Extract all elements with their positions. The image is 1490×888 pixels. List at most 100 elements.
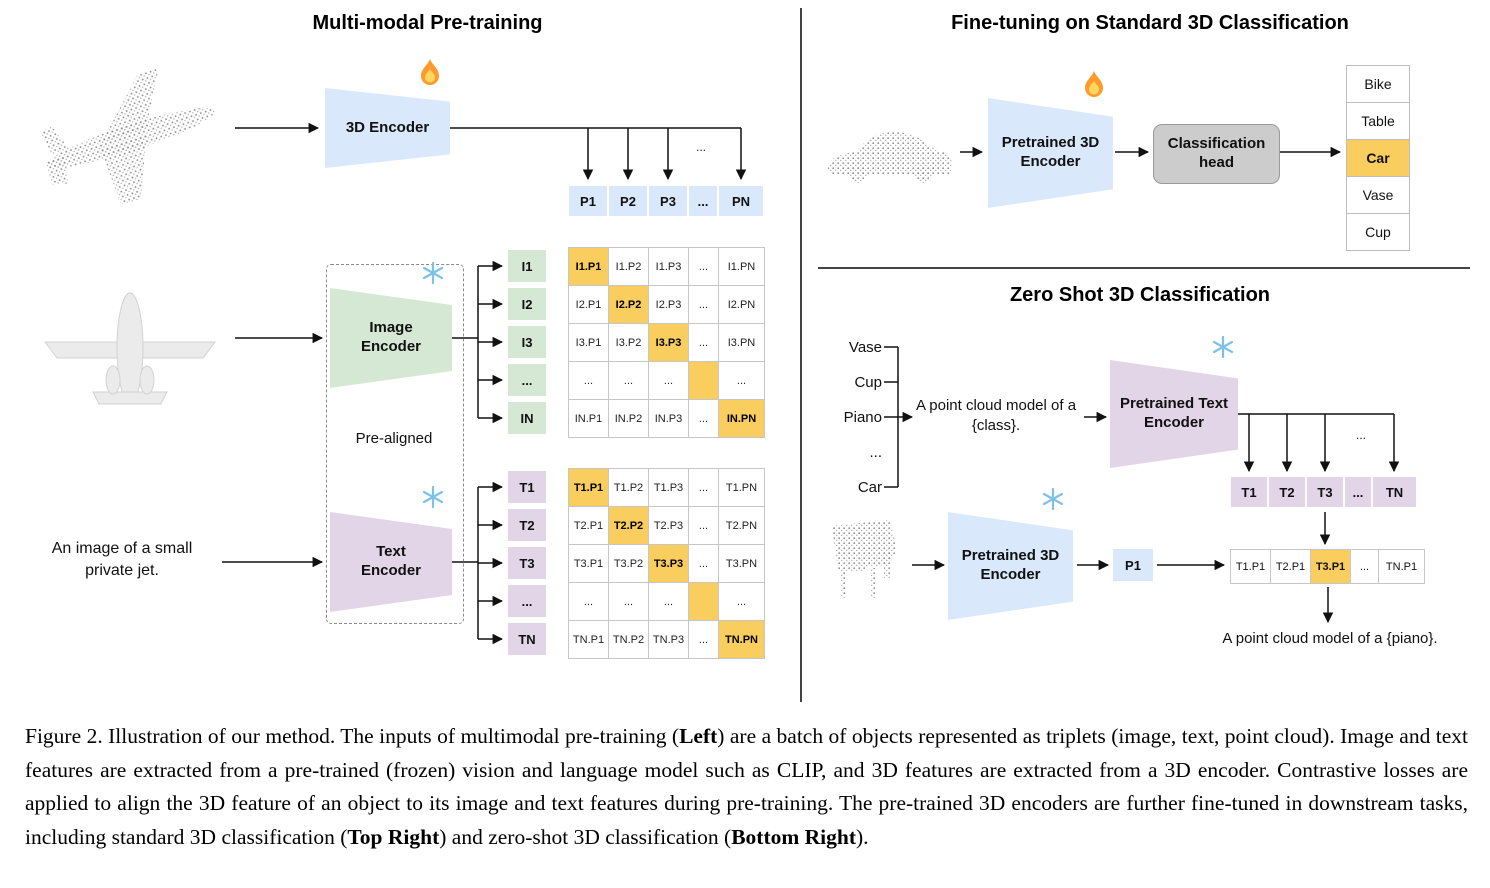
- caption-segment-6: ).: [856, 824, 869, 849]
- text-point-matrix-cell-0-0: T1.P1: [569, 469, 609, 507]
- zero-shot-class-words-cell-3: ...: [869, 443, 882, 461]
- left-panel-title: Multi-modal Pre-training: [312, 12, 543, 34]
- zero-shot-class-words-cell-0: Vase: [848, 338, 882, 356]
- text-point-matrix-cell-4-3: ...: [689, 621, 719, 659]
- image-point-matrix-cell-3-4: ...: [719, 362, 765, 400]
- text-point-matrix-cell-3-1: ...: [609, 583, 649, 621]
- car-point-cloud: [828, 132, 953, 183]
- text-point-matrix-cell-1-2: T2.P3: [649, 507, 689, 545]
- i-label-column-cell-3: ...: [508, 364, 546, 396]
- similarity-result-row-cell-1: T2.P1: [1271, 550, 1311, 584]
- class-list-cell-2: Car: [1346, 139, 1410, 177]
- text-point-matrix-cell-2-1: T3.P2: [609, 545, 649, 583]
- text-point-matrix-cell-4-1: TN.P2: [609, 621, 649, 659]
- image-point-matrix-cell-1-0: I2.P1: [569, 286, 609, 324]
- zero-shot-class-words-cell-4: Car: [857, 478, 882, 496]
- text-point-matrix-cell-3-4: ...: [719, 583, 765, 621]
- snowflake-icon: [422, 486, 444, 508]
- pretrained-3d-encoder-label: Pretrained 3D Encoder: [1001, 134, 1100, 170]
- figure-caption: Figure 2. Illustration of our method. Th…: [25, 720, 1468, 854]
- text-point-matrix-cell-0-3: ...: [689, 469, 719, 507]
- image-point-matrix-cell-3-1: ...: [609, 362, 649, 400]
- caption-segment-3: Top Right: [347, 824, 440, 849]
- t-feature-row-cell-0: T1: [1230, 476, 1268, 508]
- p-branch-ellipsis: ...: [695, 140, 706, 154]
- horizontal-divider: [818, 267, 1470, 269]
- t-label-column-cell-2: T3: [508, 547, 546, 579]
- 3d-encoder-label: 3D Encoder: [345, 118, 430, 136]
- class-list-cell-0: Bike: [1346, 65, 1410, 103]
- fire-icon: [1085, 71, 1103, 98]
- snowflake-icon: [422, 262, 444, 284]
- image-point-matrix-cell-4-1: IN.P2: [609, 400, 649, 438]
- image-point-matrix-cell-2-2: I3.P3: [649, 324, 689, 362]
- classification-head-label: Classification head: [1167, 135, 1266, 171]
- text-point-matrix-cell-4-0: TN.P1: [569, 621, 609, 659]
- i-label-column-cell-2: I3: [508, 326, 546, 358]
- jet-image: [44, 292, 216, 405]
- pre-aligned-label: Pre-aligned: [355, 430, 433, 447]
- text-point-matrix-cell-3-3: [689, 583, 719, 621]
- image-point-matrix-cell-0-1: I1.P2: [609, 248, 649, 286]
- text-encoder-block: Text Encoder: [330, 512, 452, 612]
- text-point-matrix-cell-0-4: T1.PN: [719, 469, 765, 507]
- prompt-text: A point cloud model of a {class}.: [915, 397, 1077, 435]
- image-point-matrix-cell-4-0: IN.P1: [569, 400, 609, 438]
- bottom-right-title: Zero Shot 3D Classification: [1009, 284, 1271, 306]
- t-feature-row-cell-1: T2: [1268, 476, 1306, 508]
- p-header-row-cell-2: P3: [648, 185, 688, 217]
- text-point-matrix-cell-4-2: TN.P3: [649, 621, 689, 659]
- image-point-matrix-cell-0-0: I1.P1: [569, 248, 609, 286]
- pretrained-3d-encoder-bottom-block: Pretrained 3D Encoder: [948, 512, 1073, 620]
- p-header-row-cell-1: P2: [608, 185, 648, 217]
- similarity-result-row-cell-2: T3.P1: [1311, 550, 1351, 584]
- text-point-matrix-cell-3-2: ...: [649, 583, 689, 621]
- text-point-matrix-cell-4-4: TN.PN: [719, 621, 765, 659]
- t-label-column-cell-4: TN: [508, 623, 546, 655]
- p-header-row-cell-0: P1: [568, 185, 608, 217]
- caption-segment-2: ) are a batch of objects represented as …: [25, 724, 1468, 849]
- image-point-matrix-cell-3-2: ...: [649, 362, 689, 400]
- t-label-column-cell-1: T2: [508, 509, 546, 541]
- class-list-cell-1: Table: [1346, 102, 1410, 140]
- text-point-matrix-cell-1-1: T2.P2: [609, 507, 649, 545]
- i-label-column-cell-1: I2: [508, 288, 546, 320]
- text-point-matrix-cell-1-0: T2.P1: [569, 507, 609, 545]
- i-label-column-cell-4: IN: [508, 402, 546, 434]
- image-encoder-block: Image Encoder: [330, 288, 452, 388]
- i-label-column-cell-0: I1: [508, 250, 546, 282]
- image-point-matrix-cell-1-3: ...: [689, 286, 719, 324]
- text-point-matrix-cell-2-2: T3.P3: [649, 545, 689, 583]
- zero-shot-class-words-cell-2: Piano: [843, 408, 882, 426]
- t-label-column-cell-0: T1: [508, 471, 546, 503]
- airplane-point-cloud: [40, 67, 215, 205]
- pretrained-3d-encoder-bottom-label: Pretrained 3D Encoder: [961, 547, 1060, 583]
- image-point-matrix-cell-2-0: I3.P1: [569, 324, 609, 362]
- zero-shot-result-text: A point cloud model of a {piano}.: [1222, 630, 1438, 647]
- image-point-matrix-cell-4-2: IN.P3: [649, 400, 689, 438]
- snowflake-icon: [1212, 336, 1234, 358]
- t-feature-row-cell-4: TN: [1372, 476, 1417, 508]
- image-point-matrix-cell-1-1: I2.P2: [609, 286, 649, 324]
- text-point-matrix-cell-1-4: T2.PN: [719, 507, 765, 545]
- fire-icon: [421, 59, 439, 86]
- piano-point-cloud: [832, 520, 897, 598]
- 3d-encoder-block: 3D Encoder: [325, 88, 450, 168]
- image-point-matrix-cell-4-4: IN.PN: [719, 400, 765, 438]
- caption-segment-0: Figure 2. Illustration of our method. Th…: [25, 724, 680, 748]
- top-right-title: Fine-tuning on Standard 3D Classificatio…: [951, 12, 1349, 34]
- similarity-result-row-cell-0: T1.P1: [1231, 550, 1271, 584]
- p1-feature-cell: P1: [1113, 549, 1153, 581]
- pretrained-text-encoder-label: Pretrained Text Encoder: [1119, 395, 1229, 431]
- image-point-matrix-cell-0-2: I1.P3: [649, 248, 689, 286]
- t-feature-row-cell-3: ...: [1344, 476, 1372, 508]
- t-feature-row-cell-2: T3: [1306, 476, 1344, 508]
- text-point-matrix-cell-3-0: ...: [569, 583, 609, 621]
